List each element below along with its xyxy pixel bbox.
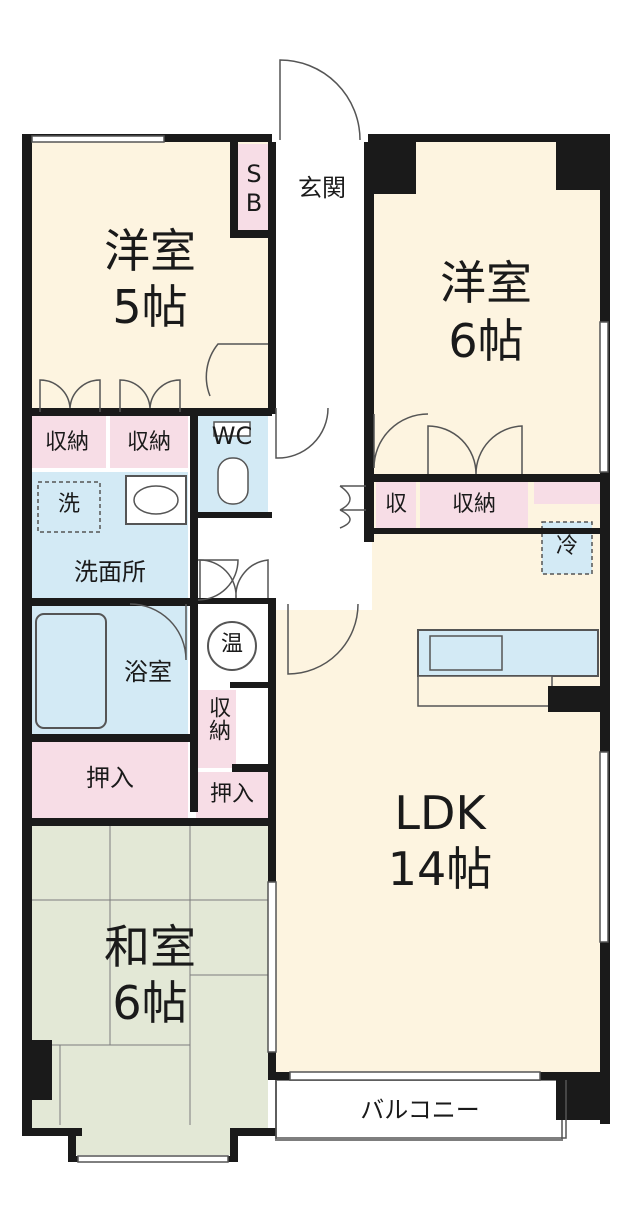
- oshiire-2-label: 押入: [209, 782, 254, 807]
- sb-floor: [236, 144, 272, 230]
- washitsu-floor: [28, 824, 268, 1130]
- shuno-right-floor: [420, 482, 528, 528]
- shuno-left-2-floor: [110, 416, 188, 468]
- washer-symbol: 洗: [57, 492, 80, 517]
- oshiire-1-floor: [28, 740, 188, 820]
- senmenjo-label: 洗面所: [74, 558, 146, 586]
- toilet-bowl: [217, 457, 249, 505]
- youshitsu-5-floor: [28, 140, 268, 412]
- shuno-vertical-floor: [196, 690, 236, 768]
- washitsu-name: 和室: [104, 920, 196, 974]
- windows: [31, 135, 609, 1163]
- youshitsu-6-size: 6帖: [448, 314, 524, 368]
- yokushitsu-label: 浴室: [124, 658, 172, 686]
- shuno-right-label: 収納: [451, 492, 496, 517]
- youshitsu-6-name: 洋室: [440, 256, 532, 310]
- toilet-tank: [213, 421, 251, 437]
- balcony-label: バルコニー: [360, 1096, 480, 1124]
- genkan-floor: [272, 140, 362, 234]
- shuno-left-1-floor: [28, 416, 106, 468]
- washitsu-size: 6帖: [112, 976, 188, 1030]
- shu-small-label: 収: [384, 492, 407, 517]
- genkan-label: 玄関: [298, 174, 346, 202]
- ldk-name: LDK: [394, 786, 486, 840]
- youshitsu-5-size: 5帖: [112, 280, 188, 334]
- tatami-lines: [28, 824, 268, 1125]
- washitsu-bay: [74, 1125, 234, 1155]
- washer-box: [37, 481, 101, 533]
- bathtub: [35, 613, 107, 729]
- wc-label: WC: [211, 422, 253, 450]
- washbasin-bowl: [133, 485, 179, 515]
- door-swings: [39, 59, 567, 1139]
- fridge-strip: [534, 482, 600, 504]
- kitchen-sink: [429, 635, 503, 671]
- sb-label: SB: [240, 160, 268, 218]
- water-heater-circle: [207, 621, 257, 671]
- shu-small-floor: [376, 482, 416, 528]
- oshiire-2-floor: [196, 772, 268, 820]
- shuno-vertical-label: 収納: [205, 696, 230, 742]
- youshitsu-5-name: 洋室: [104, 224, 196, 278]
- ldk-size: 14帖: [387, 842, 493, 896]
- walls: [22, 134, 610, 1162]
- water-heater-symbol: 温: [220, 632, 243, 657]
- youshitsu-6-floor: [372, 140, 604, 478]
- fridge-symbol: 冷: [555, 534, 578, 559]
- shuno-left-2-label: 収納: [126, 430, 171, 455]
- shuno-left-1-label: 収納: [44, 430, 89, 455]
- kitchen-edge: [417, 675, 553, 707]
- oshiire-1-label: 押入: [86, 764, 134, 792]
